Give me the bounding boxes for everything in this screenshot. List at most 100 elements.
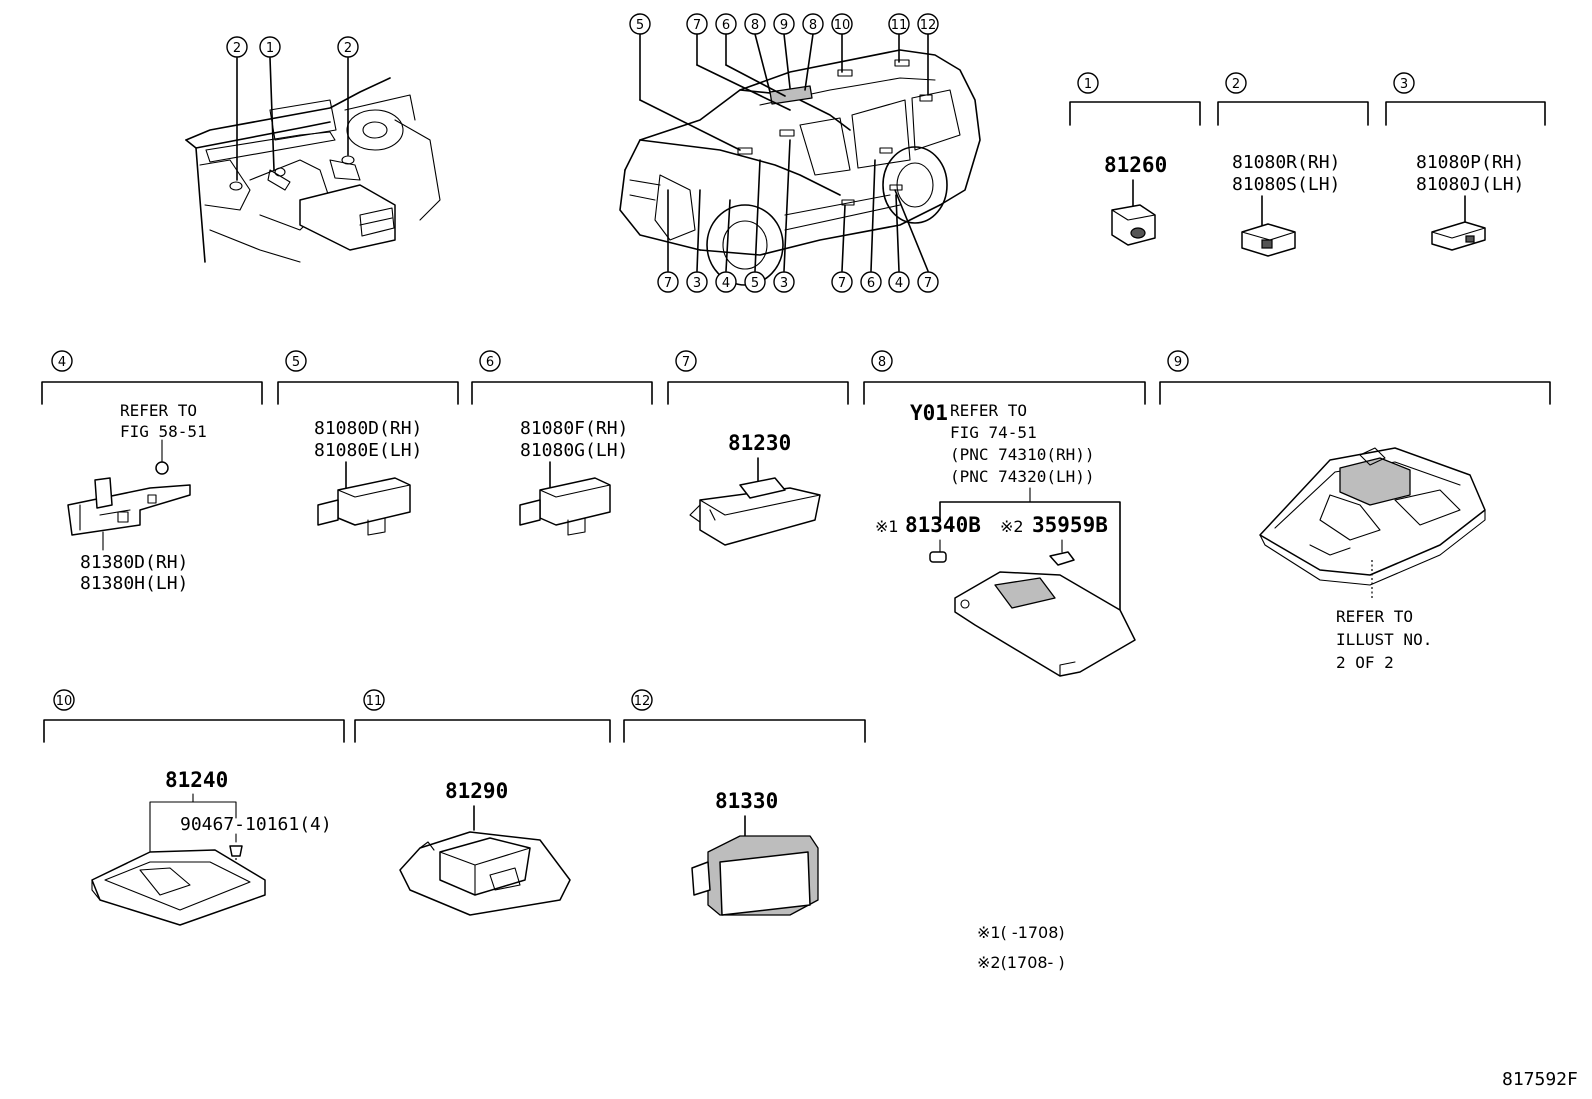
group-8-refer-3: (PNC 74310(RH)) [950, 445, 1095, 464]
vehicle-illustration [619, 49, 981, 286]
svg-text:2: 2 [233, 41, 241, 56]
svg-text:12: 12 [634, 694, 651, 709]
part-81230: 81230 [728, 431, 791, 455]
group-9-refer-2: ILLUST NO. [1336, 630, 1432, 649]
svg-text:10: 10 [56, 694, 73, 709]
part-81080R: 81080R(RH) [1232, 152, 1340, 173]
group-4-refer-1: REFER TO [120, 401, 197, 420]
part-90467-10161: 90467-10161(4) [180, 814, 332, 835]
part-81080D: 81080D(RH) [314, 418, 422, 439]
part-81080P: 81080P(RH) [1416, 152, 1524, 173]
group-8-callout: 8 [871, 350, 893, 372]
svg-text:3: 3 [693, 276, 701, 291]
group-6-callout: 6 [479, 350, 501, 372]
group-10: 10 81240 90467-10161(4) [43, 689, 345, 926]
svg-text:3: 3 [1400, 77, 1408, 92]
group-7-callout: 7 [675, 350, 697, 372]
callout-4-bot-b: 4 [888, 271, 910, 293]
group-12: 12 81330 [623, 689, 866, 916]
group-2-callout: 2 [1225, 72, 1247, 94]
callout-2-dash-a: 2 [226, 36, 248, 58]
callout-7-bot-a: 7 [657, 271, 679, 293]
group-8-refer-2: FIG 74-51 [950, 423, 1037, 442]
svg-text:5: 5 [636, 18, 644, 33]
svg-text:8: 8 [878, 355, 886, 370]
callout-2-dash-b: 2 [337, 36, 359, 58]
part-81260: 81260 [1104, 153, 1167, 177]
diagram-id: 817592F [1502, 1069, 1578, 1090]
svg-text:7: 7 [693, 18, 701, 33]
group-1-callout: 1 [1077, 72, 1099, 94]
part-35959B: 35959B [1032, 513, 1108, 537]
group-4: 4 REFER TO FIG 58-51 81380D(RH) 81380H(L… [41, 350, 263, 594]
part-81380H: 81380H(LH) [80, 573, 188, 594]
callout-8-top-a: 8 [744, 13, 766, 35]
svg-text:6: 6 [867, 276, 875, 291]
callout-3-bot-a: 3 [686, 271, 708, 293]
part-81080E: 81080E(LH) [314, 440, 422, 461]
part-81380D: 81380D(RH) [80, 552, 188, 573]
dashboard-interior-illustration [185, 77, 441, 263]
callout-5-top: 5 [629, 13, 651, 35]
svg-text:2: 2 [1232, 77, 1240, 92]
group-8-mark-1: ※1 [875, 517, 899, 536]
callout-6-top: 6 [715, 13, 737, 35]
part-81080F: 81080F(RH) [520, 418, 628, 439]
callout-3-bot-b: 3 [773, 271, 795, 293]
callout-7-bot-c: 7 [917, 271, 939, 293]
note-2: ※2(1708- ) [977, 953, 1065, 972]
svg-text:8: 8 [751, 18, 759, 33]
svg-text:9: 9 [780, 18, 788, 33]
group-11-callout: 11 [363, 689, 385, 711]
group-3-callout: 3 [1393, 72, 1415, 94]
svg-text:11: 11 [366, 694, 383, 709]
part-81290: 81290 [445, 779, 508, 803]
callout-5-bot: 5 [744, 271, 766, 293]
callout-1-dash: 1 [259, 36, 281, 58]
group-11: 11 81290 [354, 689, 611, 916]
svg-text:5: 5 [751, 276, 759, 291]
svg-text:7: 7 [924, 276, 932, 291]
callout-8-top-b: 8 [802, 13, 824, 35]
callout-9-top: 9 [773, 13, 795, 35]
group-2: 2 81080R(RH) 81080S(LH) [1217, 72, 1369, 257]
callout-7-bot-b: 7 [831, 271, 853, 293]
svg-text:7: 7 [838, 276, 846, 291]
callout-6-bot: 6 [860, 271, 882, 293]
group-8-code: Y01 [910, 401, 948, 425]
callout-12-top: 12 [917, 13, 939, 35]
callout-4-bot-a: 4 [715, 271, 737, 293]
group-5-callout: 5 [285, 350, 307, 372]
svg-text:1: 1 [1084, 77, 1092, 92]
group-5: 5 81080D(RH) 81080E(LH) [277, 350, 459, 536]
svg-text:6: 6 [486, 355, 494, 370]
note-1: ※1( -1708) [977, 923, 1065, 942]
svg-text:7: 7 [664, 276, 672, 291]
group-4-refer-2: FIG 58-51 [120, 422, 207, 441]
group-8-refer-4: (PNC 74320(LH)) [950, 467, 1095, 486]
part-81080G: 81080G(LH) [520, 440, 628, 461]
group-9-callout: 9 [1167, 350, 1189, 372]
callout-7-top: 7 [686, 13, 708, 35]
part-81240: 81240 [165, 768, 228, 792]
group-9-refer-1: REFER TO [1336, 607, 1413, 626]
group-9: 9 REFER TO ILLUST NO. 2 OF 2 [1159, 350, 1551, 672]
svg-text:5: 5 [292, 355, 300, 370]
svg-text:6: 6 [722, 18, 730, 33]
group-9-refer-3: 2 OF 2 [1336, 653, 1394, 672]
callout-11-top: 11 [888, 13, 910, 35]
callout-10-top: 10 [831, 13, 853, 35]
part-81340B: 81340B [905, 513, 981, 537]
svg-text:7: 7 [682, 355, 690, 370]
group-8-refer-1: REFER TO [950, 401, 1027, 420]
group-1: 1 81260 [1069, 72, 1201, 246]
svg-text:2: 2 [344, 41, 352, 56]
group-3: 3 81080P(RH) 81080J(LH) [1385, 72, 1546, 251]
group-6: 6 81080F(RH) 81080G(LH) [471, 350, 653, 536]
part-81080S: 81080S(LH) [1232, 174, 1340, 195]
part-81330: 81330 [715, 789, 778, 813]
svg-text:3: 3 [780, 276, 788, 291]
svg-text:4: 4 [895, 276, 903, 291]
svg-text:9: 9 [1174, 355, 1182, 370]
